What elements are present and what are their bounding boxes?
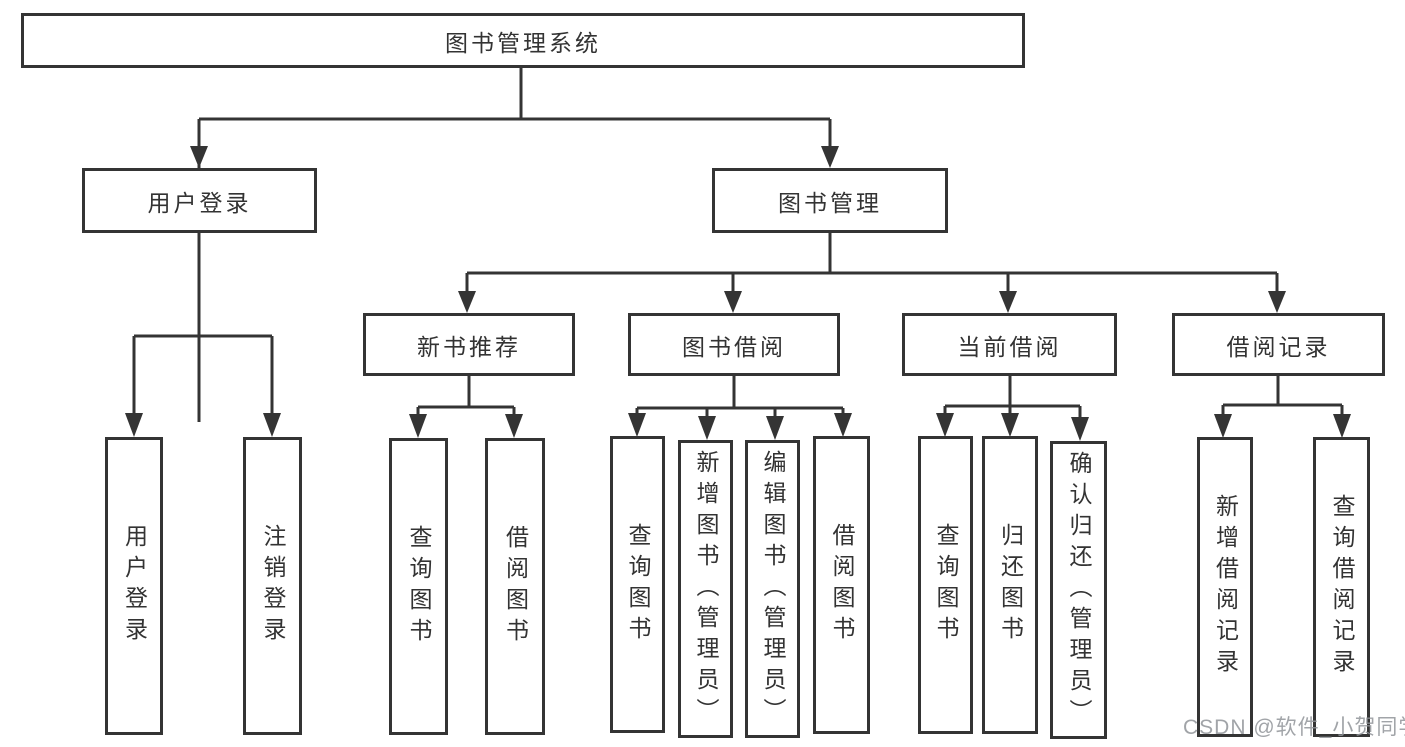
- arrowhead-logout: [263, 413, 281, 437]
- arrowhead-br-query: [1333, 414, 1351, 438]
- arrowhead-bb-borrow: [834, 413, 852, 437]
- node-logout-label: 注销登录: [260, 524, 286, 648]
- node-br-query: 查询借阅记录: [1313, 437, 1370, 737]
- watermark: CSDN @软件_小贺同学: [1183, 716, 1405, 739]
- arrowhead-bb-edit: [766, 416, 784, 440]
- node-bb-add: 新增图书（管理员）: [678, 440, 733, 738]
- arrowhead-login: [125, 413, 143, 437]
- node-br-add: 新增借阅记录: [1197, 437, 1253, 737]
- edge-root-level2: [197, 68, 832, 422]
- edge-user-login-children: [132, 233, 274, 422]
- arrowhead-book-mgmt: [821, 146, 839, 168]
- arrowhead-bb-query: [628, 413, 646, 437]
- node-borrow-record-label: 借阅记录: [1226, 333, 1331, 360]
- node-bb-query-label: 查询图书: [625, 522, 651, 647]
- arrowhead-nbr-query: [409, 414, 427, 438]
- node-cb-confirm: 确认归还（管理员）: [1050, 441, 1107, 739]
- arrowhead-br-add: [1214, 414, 1232, 438]
- node-nbr-borrow-label: 借阅图书: [502, 524, 529, 649]
- node-bb-query: 查询图书: [610, 436, 665, 733]
- node-user-login-group: 用户登录: [82, 168, 317, 233]
- node-book-mgmt: 图书管理: [712, 168, 948, 233]
- node-bb-borrow-label: 借阅图书: [829, 523, 855, 647]
- node-nbr-query-label: 查询图书: [406, 524, 432, 649]
- node-nbr-borrow: 借阅图书: [485, 438, 545, 735]
- node-current-borrow: 当前借阅: [902, 313, 1117, 376]
- node-cb-confirm-label: 确认归还（管理员）: [1066, 450, 1092, 730]
- node-book-mgmt-label: 图书管理: [778, 189, 882, 216]
- node-new-book-rec-label: 新书推荐: [417, 333, 521, 360]
- node-cb-query: 查询图书: [918, 436, 973, 734]
- node-book-borrow: 图书借阅: [628, 313, 840, 376]
- arrowhead-cb-return: [1001, 413, 1019, 437]
- arrowhead-bb-add: [698, 416, 716, 440]
- arrowhead-current-borrow: [999, 291, 1017, 313]
- node-cb-return-label: 归还图书: [997, 523, 1024, 647]
- node-cb-return: 归还图书: [982, 436, 1038, 734]
- node-bb-add-label: 新增图书（管理员）: [693, 449, 719, 729]
- node-bb-edit: 编辑图书（管理员）: [745, 440, 800, 738]
- arrowhead-borrow-record: [1268, 291, 1286, 313]
- arrowhead-user-login: [190, 146, 208, 168]
- node-login-label: 用户登录: [121, 524, 148, 648]
- arrowhead-nbr-borrow: [505, 414, 523, 438]
- node-root: 图书管理系统: [21, 13, 1025, 68]
- arrowhead-book-borrow: [724, 291, 742, 313]
- node-cb-query-label: 查询图书: [933, 523, 959, 647]
- node-br-add-label: 新增借阅记录: [1212, 494, 1239, 680]
- node-logout: 注销登录: [243, 437, 302, 735]
- arrowhead-new-book-rec: [458, 291, 476, 313]
- node-borrow-record: 借阅记录: [1172, 313, 1385, 376]
- arrowhead-cb-query: [936, 413, 954, 437]
- node-user-login-group-label: 用户登录: [147, 189, 252, 216]
- node-bb-edit-label: 编辑图书（管理员）: [760, 449, 786, 729]
- node-login: 用户登录: [105, 437, 163, 735]
- edge-book-mgmt-children: [465, 233, 1279, 299]
- node-root-label: 图书管理系统: [445, 29, 601, 56]
- edge-new-book-rec-children: [416, 376, 516, 422]
- node-bb-borrow: 借阅图书: [813, 436, 870, 734]
- edge-borrow-record-children: [1221, 376, 1344, 422]
- node-new-book-rec: 新书推荐: [363, 313, 575, 376]
- node-book-borrow-label: 图书借阅: [682, 333, 786, 360]
- edge-book-borrow-children: [635, 376, 845, 424]
- arrowhead-cb-confirm: [1071, 417, 1089, 441]
- node-br-query-label: 查询借阅记录: [1329, 494, 1355, 680]
- node-current-borrow-label: 当前借阅: [957, 333, 1062, 360]
- node-nbr-query: 查询图书: [389, 438, 448, 735]
